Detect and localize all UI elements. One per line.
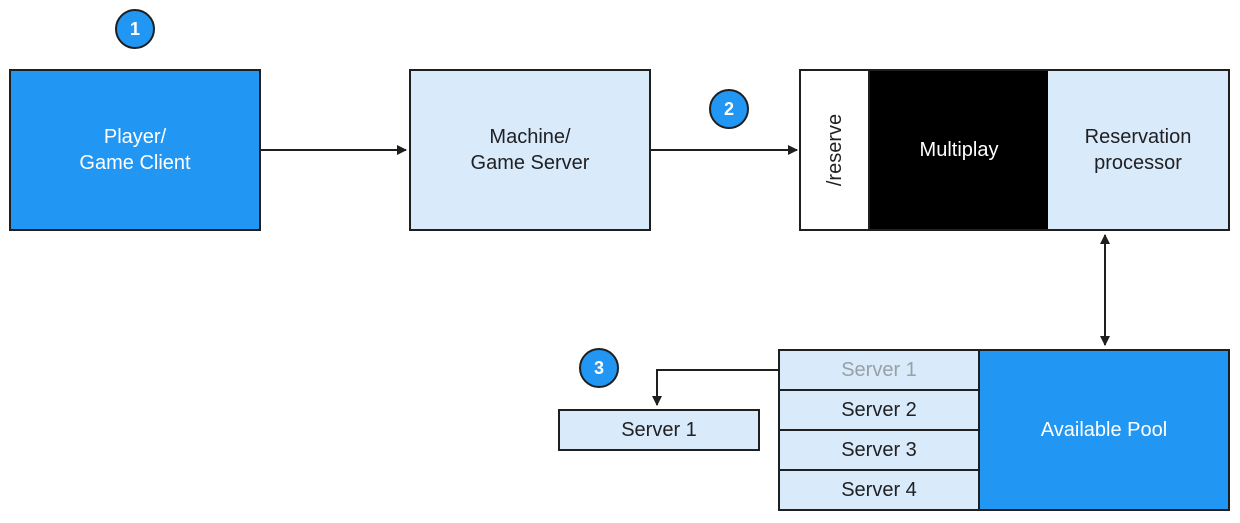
pool-server-row: Server 2 <box>778 389 980 431</box>
multiplay-box: Multiplay <box>868 69 1050 231</box>
step-2-badge: 2 <box>709 89 749 129</box>
allocated-server-label: Server 1 <box>621 419 697 441</box>
pool-server-label: Server 2 <box>841 399 917 421</box>
step-3-badge: 3 <box>579 348 619 388</box>
reserve-endpoint-label: /reserve <box>824 113 847 187</box>
allocated-server-box: Server 1 <box>558 409 760 451</box>
available-pool-label: Available Pool <box>1040 419 1168 441</box>
pool-server-label: Server 3 <box>841 439 917 461</box>
reservation-processor-label: Reservation processor <box>1084 126 1192 174</box>
pool-server-row: Server 4 <box>778 469 980 511</box>
available-pool-box: Available Pool <box>978 349 1230 511</box>
pool-server-row: Server 1 <box>778 349 980 391</box>
step-1-badge: 1 <box>115 9 155 49</box>
player-client-label: Player/ Game Client <box>79 126 191 174</box>
multiplay-label: Multiplay <box>919 139 999 161</box>
pool-server-row: Server 3 <box>778 429 980 471</box>
pool-server-label: Server 4 <box>841 479 917 501</box>
reservation-processor-box: Reservation processor <box>1048 69 1230 231</box>
pool-server-label: Server 1 <box>841 359 917 381</box>
reserve-endpoint-box: /reserve <box>799 69 870 231</box>
machine-server-box: Machine/ Game Server <box>409 69 651 231</box>
player-client-box: Player/ Game Client <box>9 69 261 231</box>
machine-server-label: Machine/ Game Server <box>470 126 590 174</box>
arrow-pool-to-allocated <box>652 369 778 406</box>
